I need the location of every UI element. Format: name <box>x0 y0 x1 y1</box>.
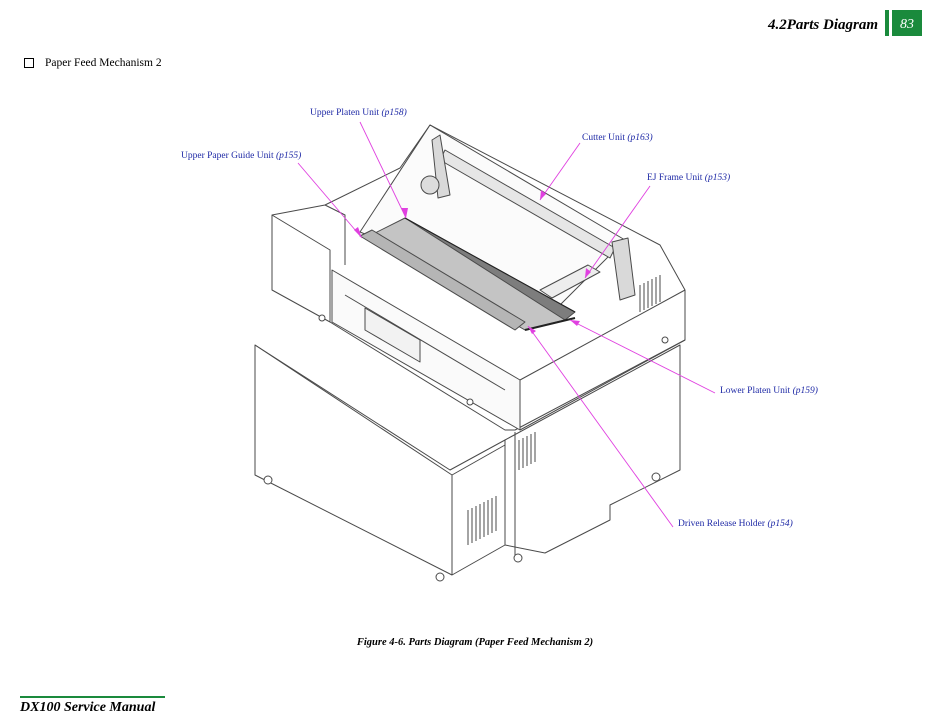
callout-cutter-unit[interactable]: Cutter Unit (p163) <box>582 133 653 143</box>
callout-upper-platen-unit[interactable]: Upper Platen Unit (p158) <box>310 108 407 118</box>
manual-title: DX100 Service Manual <box>20 700 156 715</box>
subsection-heading: Paper Feed Mechanism 2 <box>24 57 162 69</box>
figure-caption: Figure 4-6. Parts Diagram (Paper Feed Me… <box>356 637 594 648</box>
page-reference-link[interactable]: (p163) <box>627 133 653 143</box>
header-accent-bar <box>885 10 889 36</box>
callout-label: EJ Frame Unit <box>647 173 705 183</box>
callout-label: Lower Platen Unit <box>720 386 793 396</box>
leader-upper-guide <box>297 162 363 239</box>
section-title: 4.2Parts Diagram <box>767 17 878 33</box>
footer-rule <box>20 696 165 698</box>
page-reference-link[interactable]: (p154) <box>767 519 793 529</box>
callout-label: Upper Platen Unit <box>310 108 382 118</box>
vent-grille <box>467 275 661 545</box>
leader-cutter <box>539 142 581 201</box>
callout-driven-release-holder[interactable]: Driven Release Holder (p154) <box>678 519 793 529</box>
leader-arrowheads <box>354 190 591 334</box>
right-stand <box>504 344 681 554</box>
callout-ej-frame-unit[interactable]: EJ Frame Unit (p153) <box>647 173 730 183</box>
callout-label: Driven Release Holder <box>678 519 768 529</box>
callout-label: Upper Paper Guide Unit <box>181 151 276 161</box>
ej-frame-plate <box>539 264 601 299</box>
page-number-badge: 83 <box>892 10 922 36</box>
checkbox-bullet-icon <box>24 58 34 68</box>
callout-lower-platen-unit[interactable]: Lower Platen Unit (p159) <box>720 386 818 396</box>
left-housing <box>271 214 331 322</box>
printer-illustration <box>254 124 686 582</box>
leader-ej-frame <box>584 185 651 279</box>
leader-upper-platen <box>359 121 407 219</box>
page-reference-link[interactable]: (p158) <box>381 108 407 118</box>
paper-guide <box>359 229 526 331</box>
page-number: 83 <box>900 17 914 32</box>
leader-driven-release <box>527 325 674 528</box>
page-reference-link[interactable]: (p153) <box>704 173 731 183</box>
callout-upper-paper-guide-unit[interactable]: Upper Paper Guide Unit (p155) <box>181 151 301 161</box>
page-reference-link[interactable]: (p159) <box>792 386 818 396</box>
subsection-heading-text: Paper Feed Mechanism 2 <box>45 57 162 69</box>
callout-label: Cutter Unit <box>582 133 628 143</box>
leader-lower-platen <box>569 319 716 394</box>
leader-lines <box>297 121 716 528</box>
page-reference-link[interactable]: (p155) <box>275 151 302 161</box>
output-slot <box>344 294 506 391</box>
